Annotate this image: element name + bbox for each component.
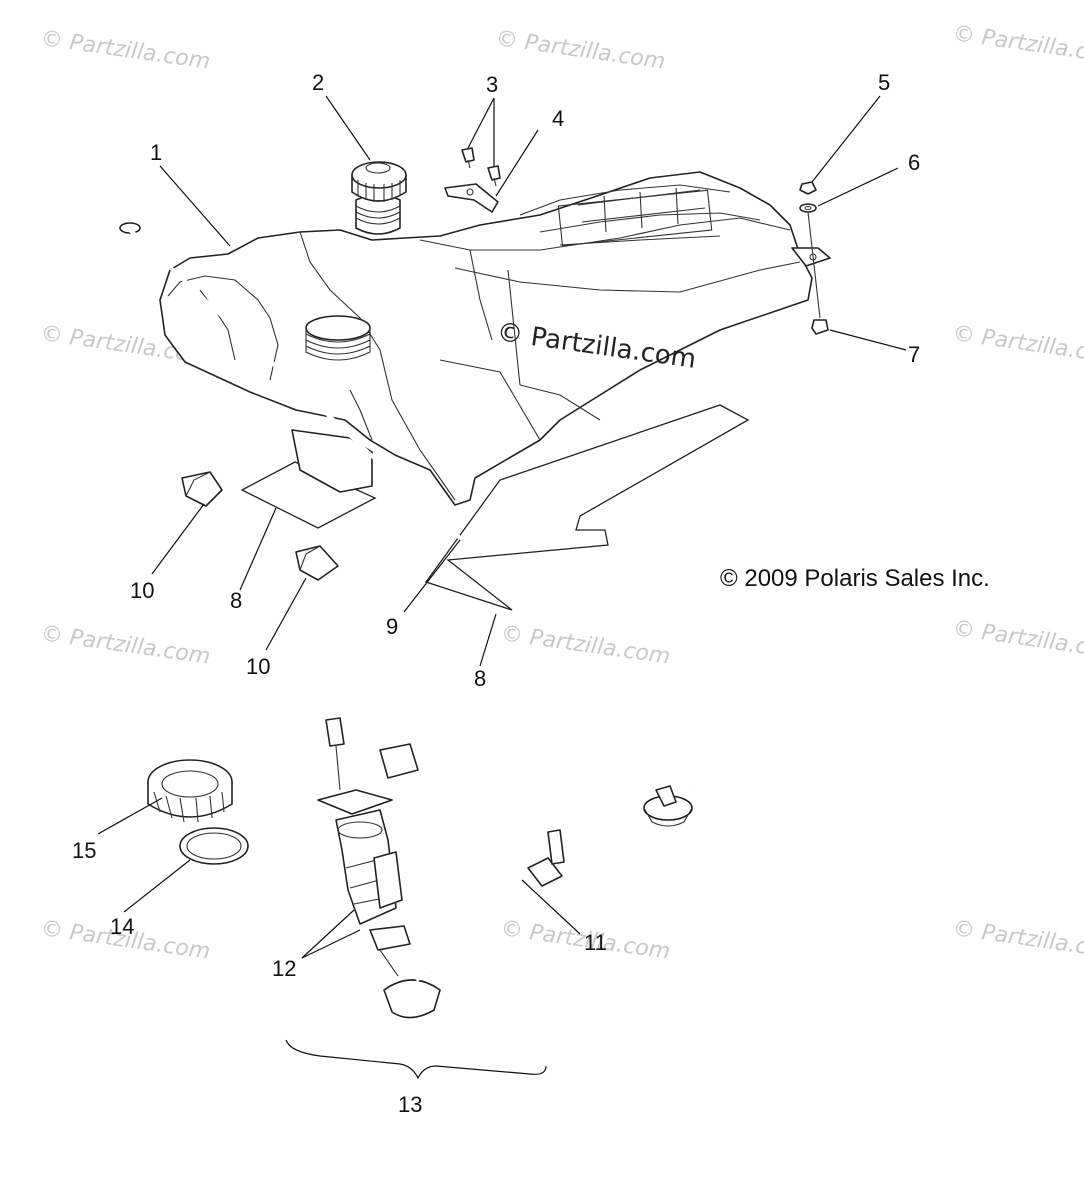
callout-13: 13 — [398, 1092, 422, 1117]
callout-15: 15 — [72, 838, 96, 863]
watermark: © Partzilla.com — [951, 21, 1084, 70]
bracket — [444, 183, 499, 213]
watermark: © Partzilla.com — [951, 916, 1084, 965]
callout-14: 14 — [110, 914, 134, 939]
fuel-tank — [119, 171, 831, 506]
fuel-cap — [351, 161, 407, 202]
screws — [461, 147, 501, 187]
watermark: © Partzilla.com — [499, 621, 672, 670]
callout-9: 9 — [386, 614, 398, 639]
copyright-notice: © 2009 Polaris Sales Inc. — [720, 565, 990, 592]
watermark: © Partzilla.com — [39, 621, 212, 670]
lock-ring — [147, 759, 233, 823]
callout-10: 10 — [246, 654, 270, 679]
callout-5: 5 — [878, 70, 890, 95]
callout-6: 6 — [908, 150, 920, 175]
callout-3: 3 — [486, 72, 498, 97]
watermark: © Partzilla.com — [951, 616, 1084, 665]
nut — [799, 181, 817, 195]
callout-11: 11 — [584, 930, 607, 955]
watermark: © Partzilla.com — [39, 26, 212, 75]
callout-4: 4 — [552, 106, 564, 131]
assembly-brace — [285, 1039, 547, 1080]
watermark: © Partzilla.com — [951, 321, 1084, 370]
heat-shield-pad-large — [424, 404, 750, 611]
bumper-pad — [181, 471, 223, 507]
callout-10: 10 — [130, 578, 154, 603]
callout-8: 8 — [230, 588, 242, 613]
bumper-pad — [295, 545, 339, 581]
vent-tube — [128, 228, 464, 542]
heat-shield-pad-small — [240, 461, 377, 529]
callout-12: 12 — [272, 956, 296, 981]
watermark: © Partzilla.com — [494, 26, 667, 75]
callout-1: 1 — [150, 140, 162, 165]
callouts: 1 2 3 4 5 6 7 8 8 9 10 10 11 12 13 14 15 — [72, 70, 920, 1117]
washer — [799, 203, 817, 213]
fuel-pump-assembly — [317, 717, 703, 1019]
seal-ring — [179, 827, 249, 865]
bolt — [807, 211, 829, 335]
callout-2: 2 — [312, 70, 324, 95]
leader-lines — [97, 95, 907, 959]
callout-8: 8 — [474, 666, 486, 691]
callout-7: 7 — [908, 342, 920, 367]
